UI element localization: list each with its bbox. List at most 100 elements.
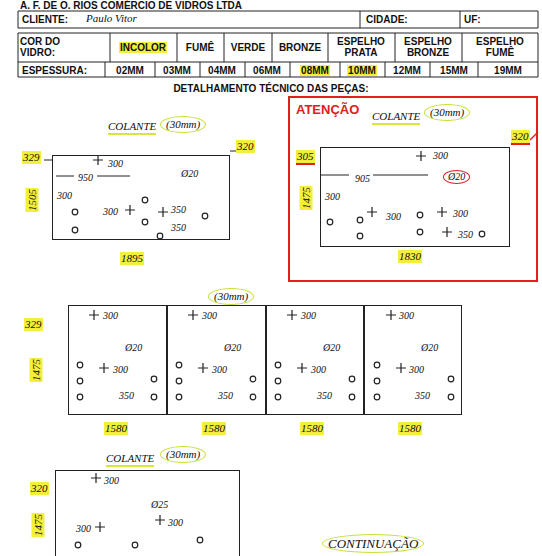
dimension-note: Ø25 — [151, 499, 168, 511]
hole — [349, 376, 355, 382]
hole — [72, 227, 78, 233]
thickness: 06MM — [253, 65, 281, 76]
glass-panel: 300Ø20300350 — [266, 305, 364, 415]
dimension-note: Ø20 — [323, 342, 340, 354]
hole — [202, 213, 208, 219]
dimension: 320 — [236, 140, 255, 153]
axis-cross — [287, 310, 297, 320]
dimension: 1475 — [30, 358, 43, 382]
glass-color: ESPELHO PRATA — [329, 36, 393, 58]
dimension: 1830 — [398, 250, 422, 263]
section-heading: DETALHAMENTO TÉCNICO DAS PEÇAS: — [173, 83, 368, 94]
dimension: 1475 — [300, 186, 313, 210]
dimension-note: 350 — [218, 390, 233, 402]
dimension-note: 350 — [415, 390, 430, 402]
dimension-note: Ø20 — [421, 342, 438, 354]
dimension-note: 350 — [317, 390, 332, 402]
finish-note: COLANTE — [106, 452, 154, 467]
form-grid — [18, 11, 538, 77]
axis-cross — [367, 207, 377, 217]
dimension: 1580 — [104, 422, 128, 435]
dimension: 1895 — [120, 252, 144, 265]
field-label: ESPESSURA: — [22, 65, 87, 76]
dimension-note: 350 — [458, 229, 473, 241]
hole — [142, 197, 148, 203]
hole — [327, 219, 333, 225]
field-label: COR DO VIDRO: — [20, 36, 70, 58]
company-name: A. F. DE O. RIOS COMÉRCIO DE VIDROS LTDA — [20, 0, 242, 11]
hole — [374, 394, 380, 400]
dimension-note: 350 — [119, 390, 134, 402]
dimension-note: Ø20 — [443, 170, 470, 184]
hole — [275, 378, 281, 384]
dimension-note: 300 — [453, 208, 468, 220]
field-label: UF: — [464, 14, 481, 25]
thickness: 08MM — [300, 65, 330, 76]
dimension-note: 350 — [171, 204, 186, 216]
glass-color: INCOLOR — [119, 42, 167, 53]
dimension: 320 — [30, 482, 49, 495]
dimension-note: 300 — [301, 310, 316, 322]
hole — [77, 362, 83, 368]
axis-cross — [91, 473, 101, 483]
glass-panel: 300905Ø20300300300350 — [320, 147, 510, 247]
axis-cross — [155, 515, 165, 525]
thickness: 12MM — [393, 65, 421, 76]
hole — [357, 217, 363, 223]
hole — [157, 233, 163, 239]
continuation-note: CONTINUAÇÃO — [322, 534, 424, 553]
hole — [275, 394, 281, 400]
hole — [77, 378, 83, 384]
thickness: 19MM — [494, 65, 522, 76]
hole — [197, 537, 203, 543]
thickness: 10MM — [347, 65, 377, 76]
dimension-note: 300 — [311, 364, 326, 376]
dimension-note: 300 — [108, 158, 123, 170]
axis-cross — [386, 310, 396, 320]
dimension: 329 — [24, 318, 43, 331]
hole — [176, 362, 182, 368]
finish-note: (30mm) — [208, 288, 254, 305]
thickness: 04MM — [208, 65, 236, 76]
glass-panel: 300Ø20300350 — [68, 305, 167, 415]
field-label: CLIENTE: — [22, 14, 68, 25]
axis-cross — [89, 310, 99, 320]
finish-note: (30mm) — [160, 446, 206, 463]
glass-color: ESPELHO BRONZE — [396, 36, 460, 58]
dimension-note: 300 — [103, 206, 118, 218]
dimension-note: 300 — [57, 190, 72, 202]
client-name: Paulo Vitor — [86, 12, 137, 25]
hole — [77, 394, 83, 400]
dimension-note: 905 — [355, 173, 370, 185]
axis-cross — [95, 522, 105, 532]
dimension-note: 950 — [78, 172, 93, 184]
hole — [75, 542, 81, 548]
axis-cross — [188, 310, 198, 320]
dimension: 1580 — [300, 422, 324, 435]
thickness: 03MM — [163, 65, 191, 76]
dimension-note: 300 — [409, 364, 424, 376]
hole — [374, 362, 380, 368]
hole — [417, 229, 423, 235]
hole — [151, 394, 157, 400]
dimension-note: Ø20 — [125, 342, 142, 354]
hole — [448, 394, 454, 400]
dimension-note: 300 — [212, 364, 227, 376]
hole — [374, 378, 380, 384]
axis-cross — [125, 205, 135, 215]
axis-cross — [93, 155, 103, 165]
hole — [72, 209, 78, 215]
dimension-note: 300 — [386, 211, 401, 223]
hole — [176, 394, 182, 400]
field-label: CIDADE: — [366, 14, 408, 25]
axis-cross — [198, 363, 208, 373]
dimension-note: 300 — [168, 517, 183, 529]
finish-note: (30mm) — [160, 116, 206, 133]
dimension-note: 300 — [399, 310, 414, 322]
dimension-note: Ø20 — [181, 168, 198, 180]
finish-note: COLANTE — [372, 110, 420, 125]
dimension-note: Ø20 — [224, 342, 241, 354]
dimension: 1505 — [26, 188, 39, 212]
axis-cross — [158, 207, 168, 217]
